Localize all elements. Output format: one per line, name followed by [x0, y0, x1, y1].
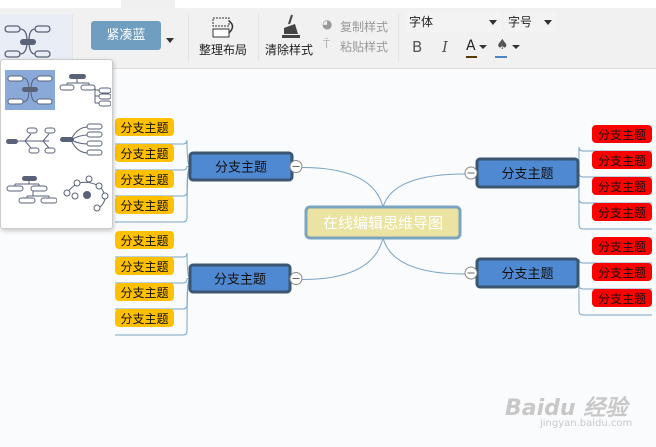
leaf-topic-label: 分支主题 [120, 312, 168, 326]
structure-option-mindmap[interactable] [5, 70, 55, 110]
leaf-topic-label: 分支主题 [120, 173, 168, 187]
root-topic-label: 在线编辑思维导图 [323, 214, 443, 232]
branch-connector [382, 237, 466, 275]
leaf-topic-label: 分支主题 [120, 121, 168, 135]
logic-right-icon [60, 123, 103, 156]
leaf-topic-label: 分支主题 [120, 147, 168, 161]
font-size-select[interactable]: 字号 [504, 12, 556, 32]
leaf-topic-label: 分支主题 [598, 292, 646, 306]
leaf-topic[interactable] [592, 125, 652, 143]
tree-right-icon [59, 74, 112, 107]
eraser-brush-icon [282, 14, 300, 38]
mindmap-icon [7, 75, 53, 105]
main-topic-label: 分支主题 [215, 161, 267, 176]
font-color-button[interactable]: A [465, 38, 489, 62]
toolbar: 紧凑蓝 整理布局 清除样式 ◕ 复制样式 ⍑ 粘贴样式 字体 字号 B I A [0, 8, 656, 69]
leaf-connector [115, 139, 191, 167]
italic-button[interactable]: I [442, 38, 448, 56]
copy-style-label: 复制样式 [340, 20, 389, 34]
branch-connector [301, 237, 384, 280]
structure-option-fishbone[interactable] [5, 122, 56, 162]
leaf-topic-label: 分支主题 [598, 128, 646, 142]
leaf-topic-label: 分支主题 [598, 154, 646, 168]
arrange-layout-label: 整理布局 [199, 43, 248, 57]
theme-button[interactable]: 紧凑蓝 [91, 21, 161, 50]
watermark-logo: Baidu 经验 [505, 396, 628, 421]
theme-dropdown-caret[interactable] [166, 38, 174, 43]
leaf-topic-label: 分支主题 [598, 240, 646, 254]
chevron-down-icon [479, 45, 487, 49]
leaf-topic[interactable] [115, 283, 174, 301]
structure-option-bubble[interactable] [59, 174, 109, 214]
font-color-label: A [466, 38, 476, 54]
copy-style-button[interactable]: ◕ 复制样式 [320, 17, 392, 34]
font-family-value: 字体 [409, 15, 434, 29]
leaf-topic[interactable] [115, 118, 174, 136]
paste-style-label: 粘贴样式 [340, 40, 389, 54]
leaf-topic-label: 分支主题 [120, 286, 168, 300]
leaf-topic[interactable] [592, 237, 652, 255]
leaf-topic-label: 分支主题 [120, 234, 168, 248]
arrange-layout-icon [212, 17, 234, 38]
leaf-topic-label: 分支主题 [598, 180, 646, 194]
leaf-topic[interactable] [592, 151, 652, 169]
leaf-connector [578, 172, 652, 178]
paint-bucket-icon: ♠ [496, 37, 509, 53]
leaf-topic[interactable] [592, 203, 652, 221]
main-topic-label: 分支主题 [501, 167, 553, 182]
leaf-connector [115, 252, 191, 279]
fill-color-swatch [495, 56, 507, 58]
leaf-topic[interactable] [592, 289, 652, 307]
paint-roller-icon: ⍑ [323, 37, 331, 51]
bold-button[interactable]: B [412, 38, 423, 56]
leaf-topic-label: 分支主题 [598, 266, 646, 280]
fill-color-button[interactable]: ♠ [494, 37, 522, 62]
font-size-value: 字号 [508, 15, 533, 29]
structure-option-logic[interactable] [59, 122, 109, 162]
leaf-topic[interactable] [115, 196, 174, 214]
structure-option-org[interactable] [5, 174, 58, 214]
leaf-topic[interactable] [115, 231, 174, 249]
structure-option-tree[interactable] [59, 70, 112, 110]
leaf-connector [115, 278, 191, 284]
arrange-layout-button[interactable]: 整理布局 [196, 14, 252, 62]
branch-connector [301, 167, 384, 208]
clear-style-label: 清除样式 [265, 43, 314, 57]
chevron-down-icon [512, 45, 520, 49]
leaf-connector [115, 278, 191, 336]
font-family-select[interactable]: 字体 [405, 12, 501, 32]
root-topic[interactable] [304, 205, 462, 240]
mindmap-canvas[interactable]: 在线编辑思维导图分支主题分支主题分支主题分支主题分支主题分支主题分支主题分支主题… [0, 69, 656, 447]
chevron-down-icon [489, 20, 497, 25]
leaf-topic-label: 分支主题 [120, 199, 168, 213]
leaf-connector [115, 165, 191, 171]
leaf-topic-label: 分支主题 [598, 206, 646, 220]
leaf-topic[interactable] [115, 144, 174, 162]
browser-top-strip [0, 0, 656, 8]
leaf-topic[interactable] [115, 257, 174, 275]
chevron-down-icon [544, 20, 552, 25]
main-topic-label: 分支主题 [501, 267, 553, 282]
copy-style-icon: ◕ [322, 17, 333, 31]
org-chart-icon [6, 176, 58, 204]
leaf-topic[interactable] [592, 263, 652, 281]
font-color-swatch [466, 56, 477, 58]
branch-connector [382, 173, 466, 208]
fishbone-icon [6, 127, 56, 154]
bubble-graph-icon [63, 175, 109, 212]
leaf-topic[interactable] [115, 309, 174, 327]
paste-style-button[interactable]: ⍑ 粘贴样式 [320, 37, 392, 54]
main-topic-label: 分支主题 [214, 273, 266, 288]
structure-button[interactable] [0, 14, 72, 64]
leaf-topic-label: 分支主题 [120, 260, 168, 274]
leaf-topic[interactable] [115, 170, 174, 188]
clear-style-button[interactable]: 清除样式 [262, 14, 318, 62]
leaf-connector [115, 166, 191, 223]
mindmap-structure-icon [4, 25, 51, 58]
structure-dropdown [0, 59, 113, 229]
leaf-topic[interactable] [592, 177, 652, 195]
watermark-url: jingyan.baidu.com [540, 418, 633, 429]
